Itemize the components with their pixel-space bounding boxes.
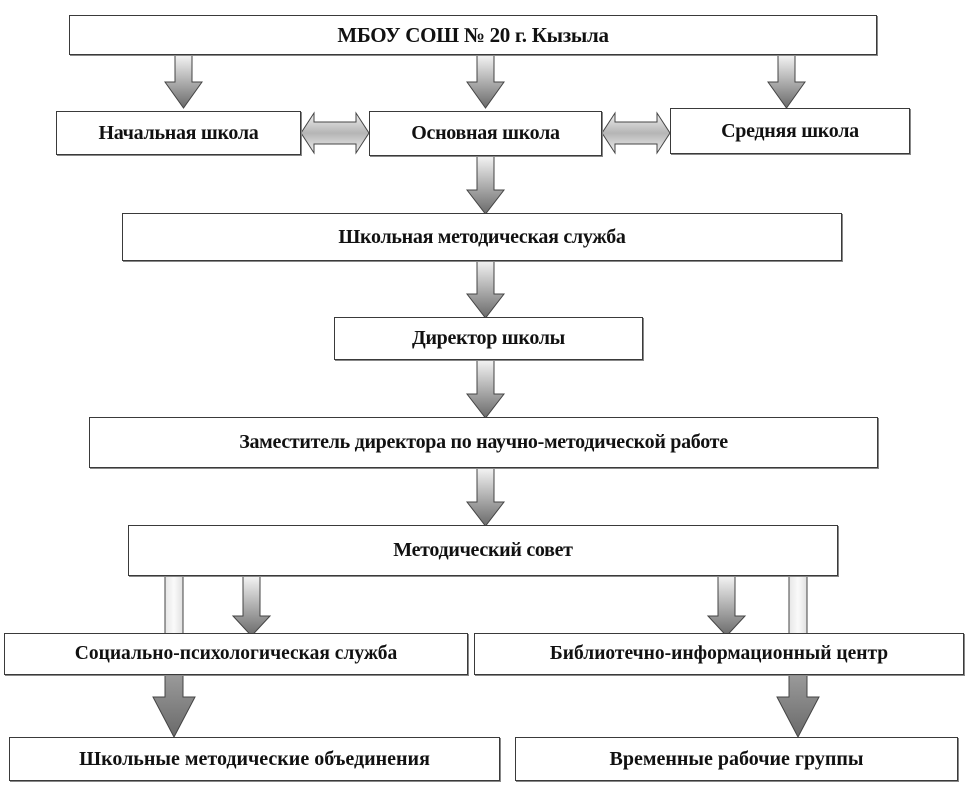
method-service-box: Школьная методическая служба [122, 213, 842, 261]
director-label: Директор школы [411, 327, 565, 349]
school-title: МБОУ СОШ № 20 г. Кызыла [337, 22, 609, 47]
basic-school-box: Основная школа [369, 111, 602, 156]
arrow-down-icon [767, 54, 806, 109]
associations-label: Школьные методические объединения [79, 747, 430, 770]
arrow-down-icon [466, 54, 505, 109]
arrow-down-icon [465, 467, 506, 527]
primary-school-label: Начальная школа [98, 121, 259, 144]
social-service-box: Социально-психологическая служба [4, 633, 468, 675]
primary-school-box: Начальная школа [56, 111, 301, 155]
basic-school-label: Основная школа [411, 122, 560, 144]
social-service-label: Социально-психологическая служба [74, 643, 398, 664]
library-label: Библиотечно-информационный центр [549, 643, 889, 664]
council-label: Методический совет [393, 539, 573, 561]
arrow-down-icon [465, 155, 506, 215]
library-box: Библиотечно-информационный центр [474, 633, 964, 675]
deputy-label: Заместитель директора по научно-методиче… [239, 431, 728, 453]
associations-box: Школьные методические объединения [9, 737, 500, 781]
secondary-school-label: Средняя школа [721, 119, 859, 142]
double-arrow-icon [300, 111, 370, 155]
arrow-down-icon [465, 359, 506, 419]
arrow-down-icon [776, 674, 820, 739]
arrow-down-icon [465, 259, 506, 319]
arrow-down-icon [706, 575, 747, 637]
working-groups-box: Временные рабочие группы [515, 737, 958, 781]
council-box: Методический совет [128, 525, 838, 576]
director-box: Директор школы [334, 317, 643, 360]
arrow-down-icon [152, 674, 196, 739]
arrow-down-icon [164, 54, 203, 109]
school-title-box: МБОУ СОШ № 20 г. Кызыла [69, 15, 877, 55]
arrow-down-icon [231, 575, 272, 637]
deputy-box: Заместитель директора по научно-методиче… [89, 417, 878, 468]
secondary-school-box: Средняя школа [670, 108, 910, 154]
working-groups-label: Временные рабочие группы [609, 747, 864, 770]
double-arrow-icon [601, 111, 671, 155]
method-service-label: Школьная методическая служба [338, 225, 626, 248]
